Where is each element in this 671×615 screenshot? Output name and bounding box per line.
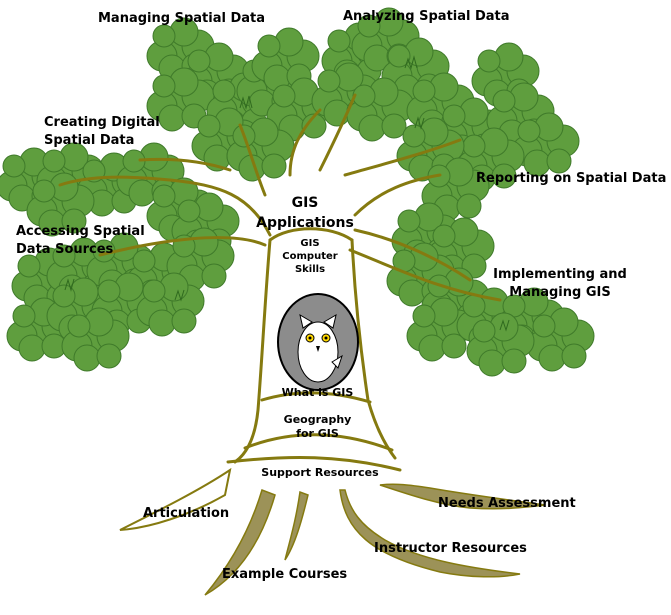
root-articulation[interactable]: Articulation: [143, 506, 230, 521]
trunk-geography-for-gis[interactable]: Geography for GIS: [283, 413, 352, 440]
branch-accessing-spatial-data-sources[interactable]: Accessing Spatial Data Sources: [16, 224, 145, 257]
branch-reporting-on-spatial-data[interactable]: Reporting on Spatial Data: [476, 171, 667, 186]
branch-managing-spatial-data[interactable]: Managing Spatial Data: [98, 11, 266, 26]
branches: [58, 93, 502, 302]
root-example-courses[interactable]: Example Courses: [222, 567, 348, 582]
trunk-gis-computer-skills[interactable]: GIS Computer Skills: [282, 238, 338, 275]
root-needs-assessment[interactable]: Needs Assessment: [438, 496, 576, 511]
root-instructor-resources[interactable]: Instructor Resources: [374, 541, 527, 556]
root-fills: [204, 483, 546, 596]
trunk-what-is-gis[interactable]: What is GIS: [281, 386, 354, 399]
branch-implementing-and-managing-gis[interactable]: Implementing and Managing GIS: [493, 267, 627, 300]
trunk-support-resources[interactable]: Support Resources: [261, 466, 379, 479]
foliage-detail: [64, 55, 510, 332]
trunk: [226, 227, 402, 472]
branch-creating-digital-spatial-data[interactable]: Creating Digital Spatial Data: [44, 115, 160, 148]
owl-portrait: [277, 293, 359, 391]
branch-analyzing-spatial-data[interactable]: Analyzing Spatial Data: [343, 9, 510, 24]
trunk-gis-applications[interactable]: GIS Applications: [256, 195, 354, 231]
roots: [119, 467, 232, 531]
